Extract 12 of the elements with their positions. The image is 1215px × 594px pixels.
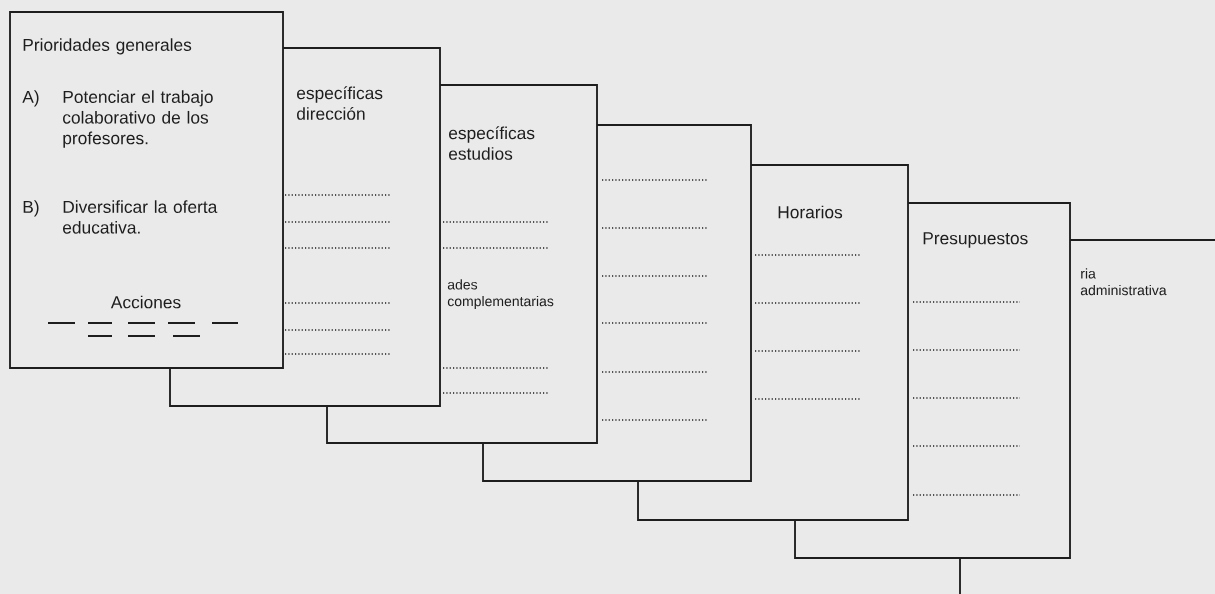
list-marker: B) [23, 200, 39, 217]
list-marker: A) [22, 90, 39, 107]
item-text: Diversificar la oferta educativa. [63, 200, 218, 234]
heading: ria administrativa [1080, 268, 1167, 296]
heading: Prioridades generales [23, 38, 192, 55]
heading: Acciones [110, 295, 181, 309]
heading: ades complementarias [447, 279, 554, 309]
heading: específicas estudios [449, 126, 535, 160]
heading: Horarios [778, 205, 843, 219]
heading: específicas dirección [297, 86, 383, 120]
heading: Presupuestos [923, 232, 1028, 248]
item-text: Potenciar el trabajo colaborativo de los profesores. [63, 90, 213, 148]
